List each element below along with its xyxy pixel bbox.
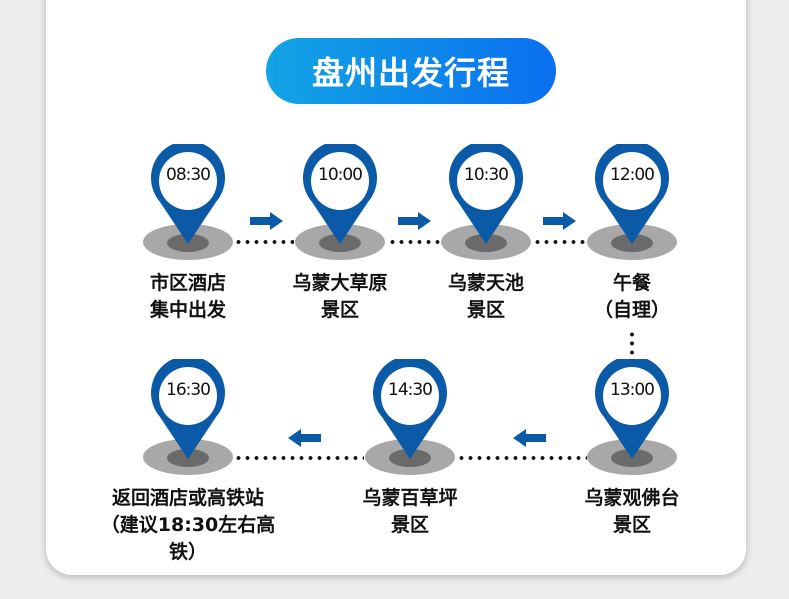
dotted-connector [234, 240, 294, 244]
stop-label: 返回酒店或高铁站 （建议18:30左右高铁） [88, 485, 288, 566]
stop-note: 景区 [390, 514, 429, 536]
stop-label: 乌蒙百草坪景区 [310, 485, 510, 539]
stop-label: 乌蒙天池景区 [386, 270, 586, 324]
stop-3: 10:30 乌蒙天池景区 [406, 144, 566, 344]
stop-note: 景区 [466, 299, 505, 321]
dotted-connector [234, 456, 364, 460]
dotted-connector [457, 456, 587, 460]
map-pin-icon [587, 144, 677, 260]
stop-note: （建议18:30左右高铁） [100, 514, 276, 563]
stop-label: 午餐 （自理） [532, 270, 732, 324]
stop-name: 乌蒙观佛台 [584, 487, 680, 509]
stop-time: 08:30 [166, 165, 211, 185]
stop-label: 乌蒙大草原景区 [240, 270, 440, 324]
map-pin-icon [295, 144, 385, 260]
dotted-connector [630, 330, 634, 360]
stop-1: 08:30 市区酒店集中出发 [108, 144, 268, 344]
stop-note: 景区 [612, 514, 651, 536]
stop-6: 14:30 乌蒙百草坪景区 [330, 359, 490, 559]
stop-time: 12:00 [610, 165, 655, 185]
stop-note: 集中出发 [149, 299, 226, 321]
stop-name: 乌蒙大草原 [292, 272, 388, 294]
dotted-connector [533, 240, 588, 244]
stop-note: （自理） [593, 299, 670, 321]
stop-name: 午餐 [612, 272, 651, 294]
arrow-left-icon [513, 429, 546, 447]
stop-5: 13:00 乌蒙观佛台景区 [552, 359, 712, 559]
stop-time: 16:30 [166, 380, 211, 400]
arrow-right-icon [543, 212, 576, 230]
stop-2: 10:00 乌蒙大草原景区 [260, 144, 420, 344]
arrow-right-icon [398, 212, 431, 230]
page-title: 盘州出发行程 [266, 38, 556, 104]
stop-name: 乌蒙百草坪 [362, 487, 458, 509]
dotted-connector [388, 240, 442, 244]
stop-time: 13:00 [610, 380, 655, 400]
map-pin-icon [143, 359, 233, 475]
stop-label: 市区酒店集中出发 [88, 270, 288, 324]
stop-name: 市区酒店 [149, 272, 226, 294]
stop-4: 12:00 午餐 （自理） [552, 144, 712, 344]
stop-time: 14:30 [388, 380, 433, 400]
map-pin-icon [441, 144, 531, 260]
stop-note: 景区 [320, 299, 359, 321]
stop-7: 16:30 返回酒店或高铁站 （建议18:30左右高铁） [101, 359, 275, 563]
stop-name: 乌蒙天池 [447, 272, 524, 294]
map-pin-icon [587, 359, 677, 475]
stop-time: 10:30 [464, 165, 509, 185]
arrow-left-icon [288, 429, 321, 447]
arrow-right-icon [250, 212, 283, 230]
stop-name: 返回酒店或高铁站 [111, 487, 264, 509]
stop-time: 10:00 [318, 165, 363, 185]
map-pin-icon [365, 359, 455, 475]
stop-label: 乌蒙观佛台景区 [532, 485, 732, 539]
map-pin-icon [143, 144, 233, 260]
